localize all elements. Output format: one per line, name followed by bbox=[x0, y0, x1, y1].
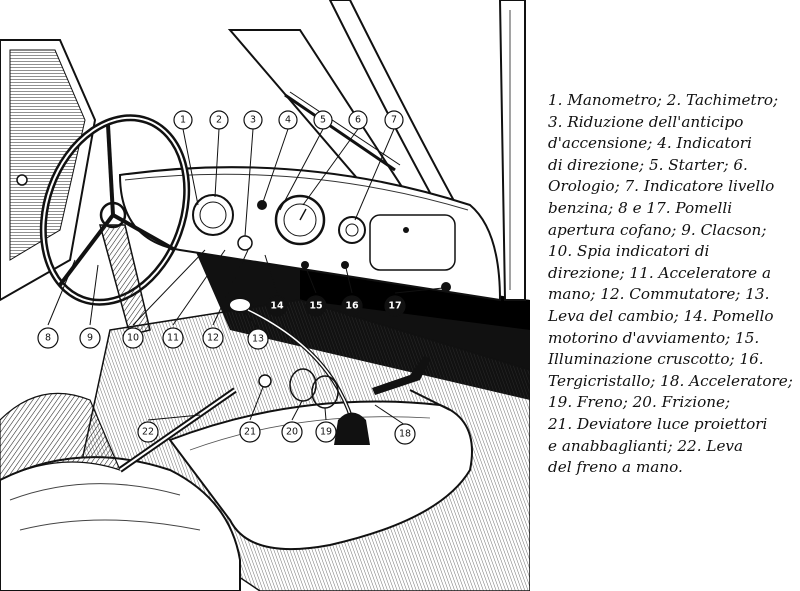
callout-22: 22 bbox=[137, 421, 159, 443]
callout-16: 16 bbox=[341, 295, 363, 317]
svg-text:21: 21 bbox=[244, 427, 256, 438]
svg-text:7: 7 bbox=[391, 115, 397, 126]
gear-lever bbox=[228, 297, 370, 445]
callout-11: 11 bbox=[162, 327, 184, 349]
caption-line: mano; 12. Commutatore; 13. bbox=[548, 285, 770, 304]
callout-12: 12 bbox=[202, 327, 224, 349]
caption-line: Orologio; 7. Indicatore livello bbox=[548, 177, 775, 196]
door-pillar bbox=[0, 39, 97, 302]
speedometer-gauge bbox=[192, 194, 234, 236]
caption-line: Leva del cambio; 14. Pomello bbox=[548, 306, 774, 325]
callout-6: 6 bbox=[348, 110, 368, 130]
svg-text:9: 9 bbox=[87, 333, 93, 344]
svg-text:20: 20 bbox=[286, 427, 298, 438]
caption-line: di direzione; 5. Starter; 6. bbox=[548, 155, 748, 174]
callout-1: 1 bbox=[173, 110, 193, 130]
callout-9: 9 bbox=[79, 327, 101, 349]
callout-7: 7 bbox=[384, 110, 404, 130]
svg-text:5: 5 bbox=[320, 115, 326, 126]
callout-4: 4 bbox=[278, 110, 298, 130]
svg-text:8: 8 bbox=[45, 333, 51, 344]
svg-text:17: 17 bbox=[388, 301, 401, 312]
callout-5: 5 bbox=[313, 110, 333, 130]
caption-line: d'accensione; 4. Indicatori bbox=[548, 134, 752, 153]
caption-line: e anabbaglianti; 22. Leva bbox=[548, 436, 744, 455]
callout-17: 17 bbox=[384, 295, 406, 317]
svg-text:14: 14 bbox=[270, 301, 284, 312]
fuel-gauge bbox=[338, 216, 366, 244]
caption-line: 3. Riduzione dell'anticipo bbox=[548, 112, 744, 131]
callout-10: 10 bbox=[122, 327, 144, 349]
caption-line: 1. Manometro; 2. Tachimetro; bbox=[548, 91, 779, 109]
svg-text:2: 2 bbox=[216, 115, 222, 126]
caption-line: 10. Spia indicatori di bbox=[548, 242, 710, 261]
svg-text:13: 13 bbox=[252, 334, 264, 345]
callout-14: 14 bbox=[266, 295, 288, 317]
caption-line: motorino d'avviamento; 15. bbox=[548, 328, 760, 347]
gauges bbox=[192, 194, 451, 292]
caption-line: apertura cofano; 9. Clacson; bbox=[548, 220, 767, 239]
caption-line: 21. Deviatore luce proiettori bbox=[548, 414, 768, 433]
callout-19: 19 bbox=[315, 421, 337, 443]
caption-line: direzione; 11. Acceleratore a bbox=[548, 263, 772, 282]
svg-text:12: 12 bbox=[207, 333, 219, 344]
caption-line: Illuminazione cruscotto; 16. bbox=[548, 350, 764, 369]
driver-seat bbox=[0, 392, 241, 591]
caption-line: del freno a mano. bbox=[548, 458, 683, 477]
callout-3: 3 bbox=[243, 110, 263, 130]
callout-2: 2 bbox=[209, 110, 229, 130]
svg-text:19: 19 bbox=[320, 427, 332, 438]
svg-text:4: 4 bbox=[285, 115, 291, 126]
steering-wheel bbox=[39, 114, 191, 336]
hand-brake-lever bbox=[118, 387, 237, 473]
callout-13: 13 bbox=[247, 328, 269, 350]
leader-lines bbox=[47, 128, 444, 426]
svg-text:6: 6 bbox=[355, 115, 361, 126]
caption-line: benzina; 8 e 17. Pomelli bbox=[548, 198, 733, 217]
svg-text:18: 18 bbox=[399, 429, 411, 440]
legend-caption: 1. Manometro; 2. Tachimetro; 3. Riduzion… bbox=[548, 90, 793, 479]
callout-21: 21 bbox=[239, 421, 261, 443]
callout-15: 15 bbox=[305, 295, 327, 317]
dashboard-illustration: 1 2 3 4 5 6 7 8 9 10 11 12 bbox=[0, 0, 530, 591]
caption-line: 19. Freno; 20. Frizione; bbox=[548, 393, 731, 412]
svg-text:11: 11 bbox=[167, 333, 179, 344]
callout-8: 8 bbox=[37, 327, 59, 349]
svg-text:3: 3 bbox=[250, 115, 256, 126]
svg-text:16: 16 bbox=[345, 301, 359, 312]
callout-18: 18 bbox=[394, 423, 416, 445]
svg-text:10: 10 bbox=[127, 333, 139, 344]
svg-text:15: 15 bbox=[309, 301, 322, 312]
callout-20: 20 bbox=[281, 421, 303, 443]
svg-text:22: 22 bbox=[142, 427, 154, 438]
caption-line: Tergicristallo; 18. Acceleratore; bbox=[548, 371, 793, 390]
svg-text:1: 1 bbox=[180, 115, 186, 126]
